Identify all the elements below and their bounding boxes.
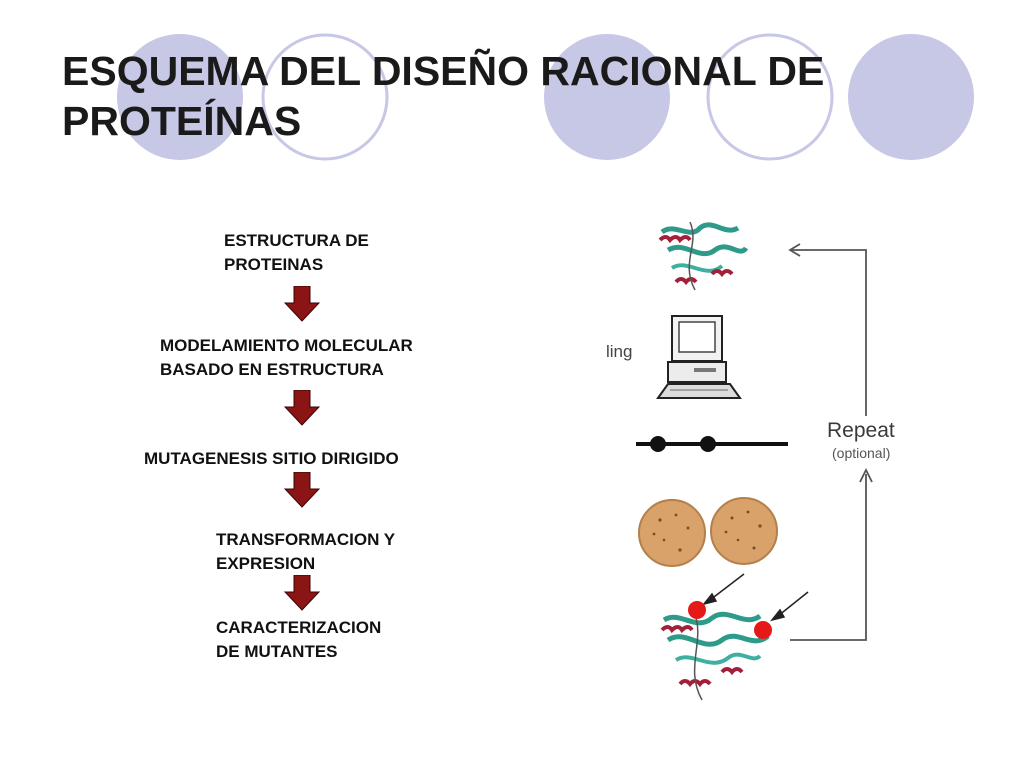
slide-title: ESQUEMA DEL DISEÑO RACIONAL DE PROTEÍNAS [62,46,942,146]
repeat-optional-note: (optional) [832,445,891,461]
down-arrow-icon [284,472,320,508]
slide-title-line2: PROTEÍNAS [62,98,302,144]
flow-step-label: BASADO EN ESTRUCTURA [160,360,384,379]
flow-step-modeling: MODELAMIENTO MOLECULAR BASADO EN ESTRUCT… [160,334,413,382]
mutation-site-dot [754,621,772,639]
flow-step-label: MUTAGENESIS SITIO DIRIGIDO [144,449,399,468]
down-arrow-icon [284,390,320,426]
cropped-label: ling [606,342,633,361]
flow-step-structure: ESTRUCTURA DE PROTEINAS [224,229,369,277]
deco-circle-outline [261,33,389,161]
computer-icon [656,315,742,399]
flow-step-label: ESTRUCTURA DE [224,231,369,250]
flow-step-characterization: CARACTERIZACION DE MUTANTES [216,616,381,664]
mutation-site-dot [688,601,706,619]
flow-step-label: CARACTERIZACION [216,618,382,637]
mutant-protein-structure-icon [660,601,772,701]
deco-circle-filled [544,34,670,160]
dna-mutation-sites-icon [636,436,788,452]
petri-plates-icon [638,497,778,567]
flow-step-mutagenesis: MUTAGENESIS SITIO DIRIGIDO [144,447,399,471]
repeat-loop-arrow [788,243,873,641]
deco-circle-outline [706,33,834,161]
down-arrow-icon [284,286,320,322]
flow-step-label: MODELAMIENTO MOLECULAR [160,336,413,355]
flow-step-transformation: TRANSFORMACION Y EXPRESION [216,528,395,576]
header-circles-decoration [117,33,974,161]
flow-step-label: TRANSFORMACION Y [216,530,396,549]
repeat-label: Repeat [827,419,895,442]
flow-step-label: DE MUTANTES [216,642,338,661]
mutation-pointer-arrows [702,573,809,622]
down-arrow-icon [284,575,320,611]
protein-structure-icon [658,221,749,291]
deco-circle-filled [848,34,974,160]
slide-title-line1: ESQUEMA DEL DISEÑO RACIONAL DE [62,48,825,94]
deco-circle-filled [117,34,243,160]
flow-step-label: EXPRESION [216,554,316,573]
flow-step-label: PROTEINAS [224,255,324,274]
